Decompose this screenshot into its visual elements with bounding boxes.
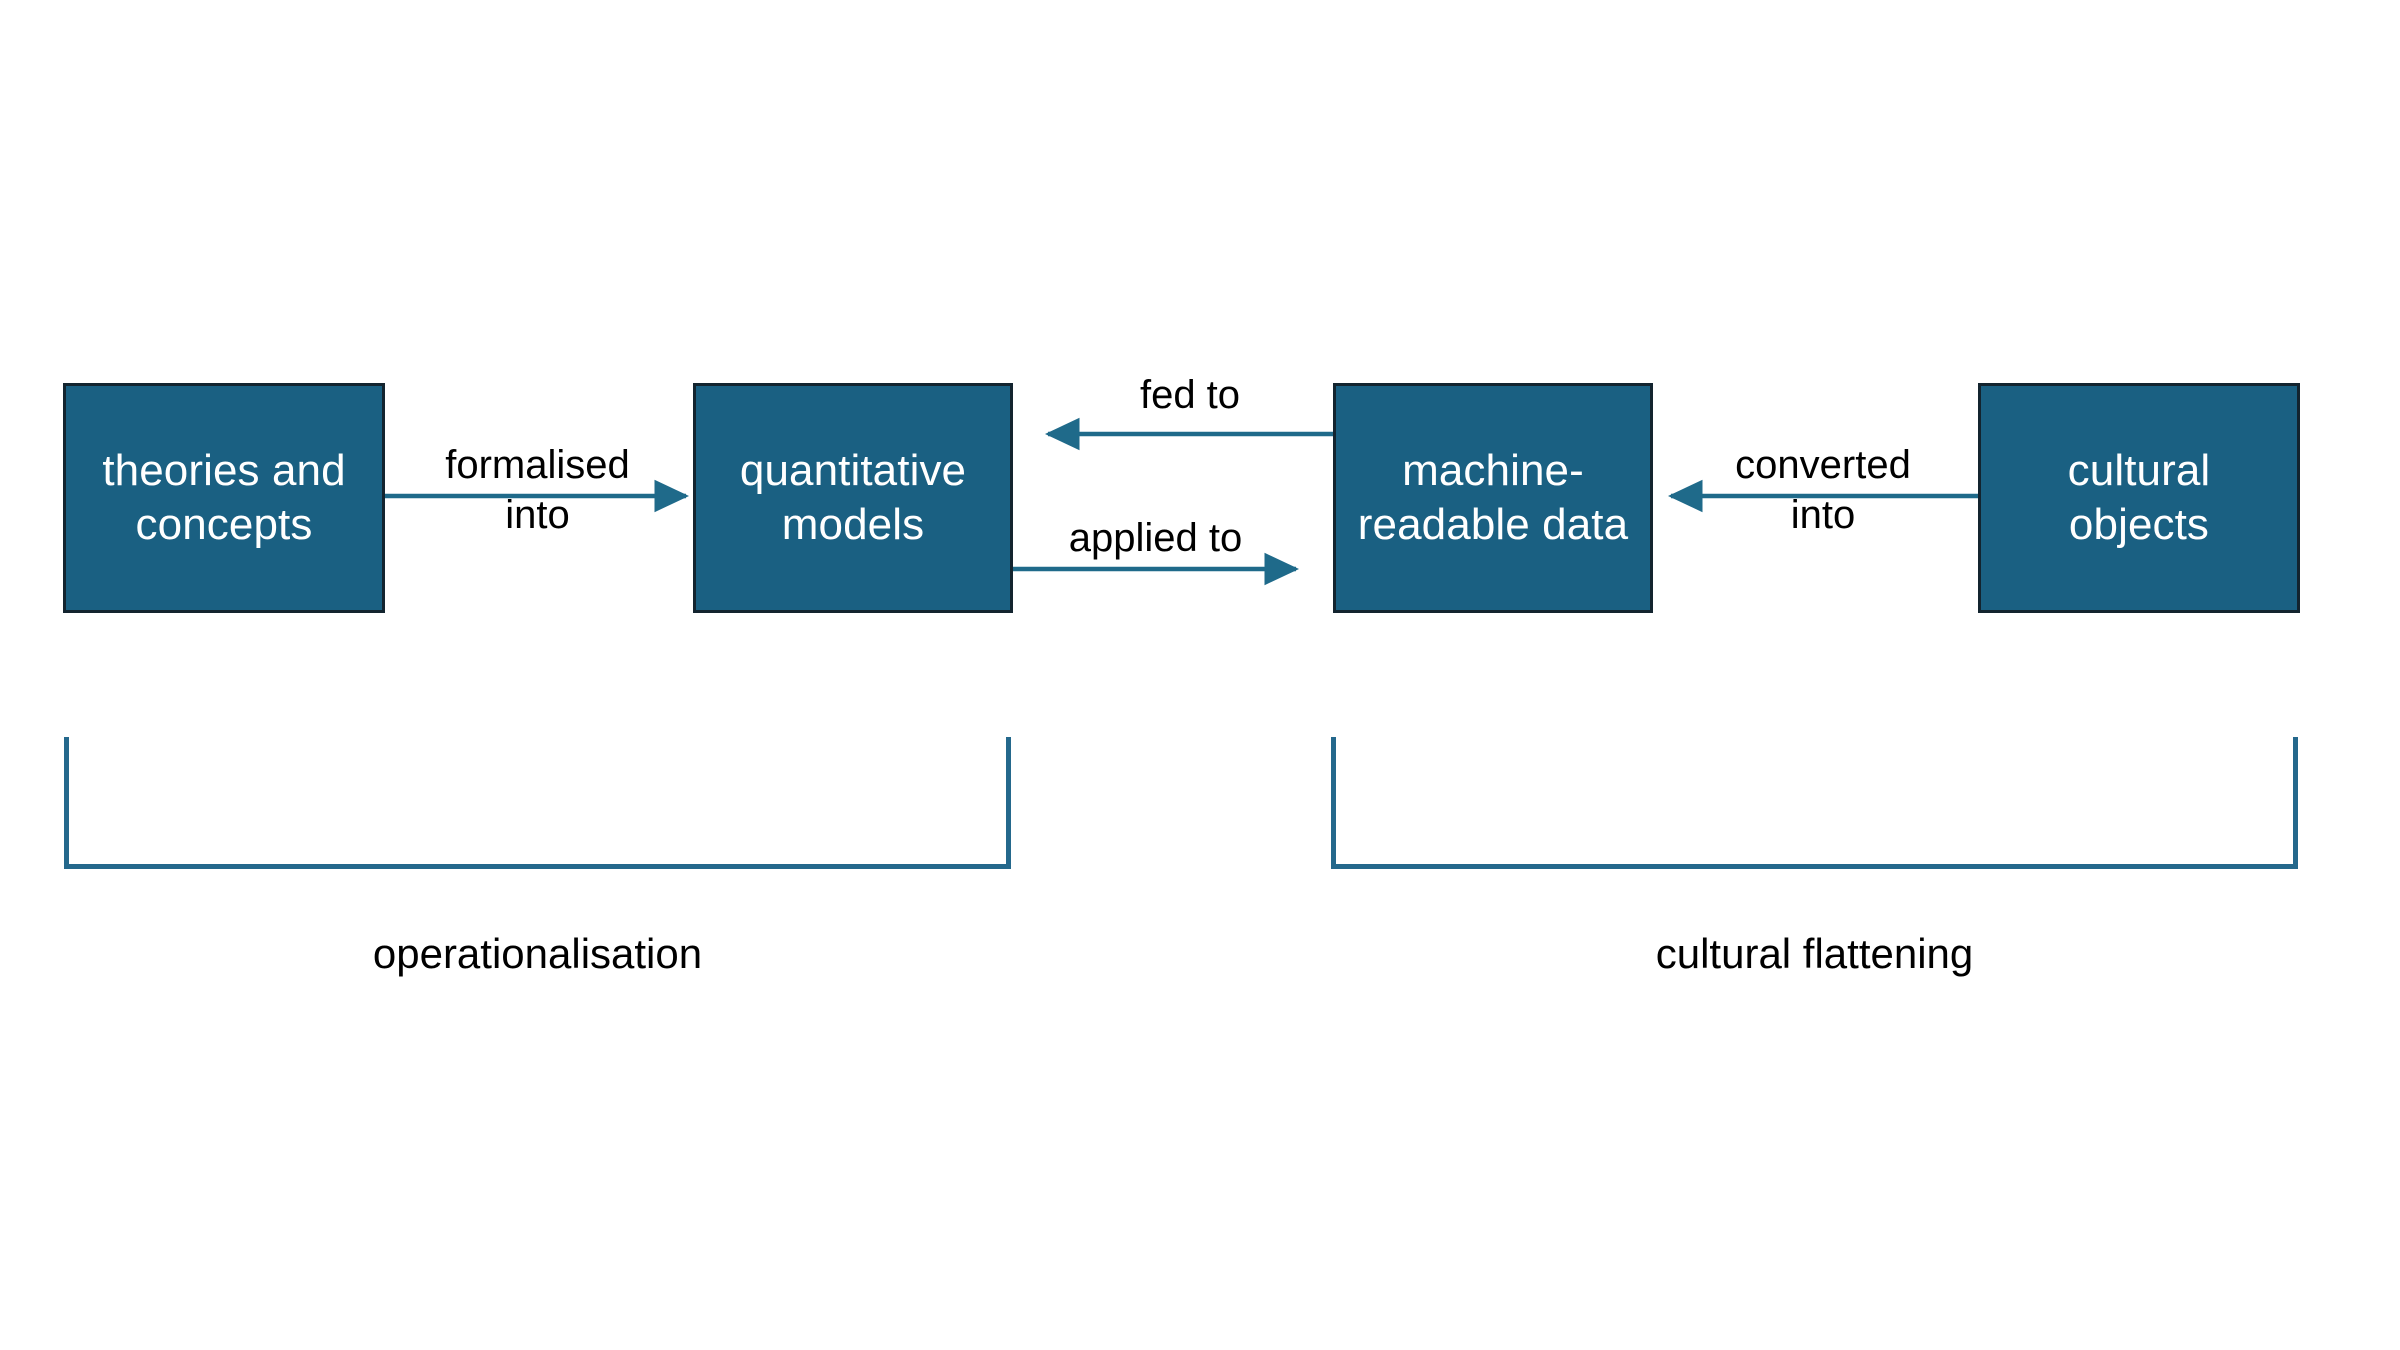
edge-label-converted-into: converted into [1735, 443, 1911, 537]
node-cultural-objects: cultural objects [1978, 383, 2300, 613]
node-label: cultural objects [2067, 446, 2211, 549]
edge-label-applied-to: applied to [1068, 516, 1243, 560]
node-label: theories and concepts [102, 446, 346, 549]
bracket-caption-operationalisation: operationalisation [372, 930, 703, 977]
node-theories-and-concepts: theories and concepts [63, 383, 385, 613]
bracket-operationalisation [64, 737, 1011, 869]
edge-label-fed-to: fed to [1139, 373, 1241, 417]
node-label: quantitative models [739, 446, 967, 549]
bracket-cultural-flattening [1331, 737, 2298, 869]
node-machine-readable-data: machine- readable data [1333, 383, 1653, 613]
bracket-caption-cultural-flattening: cultural flattening [1655, 930, 1974, 977]
node-quantitative-models: quantitative models [693, 383, 1013, 613]
edge-label-formalised-into: formalised into [445, 443, 630, 537]
node-label: machine- readable data [1357, 446, 1629, 549]
